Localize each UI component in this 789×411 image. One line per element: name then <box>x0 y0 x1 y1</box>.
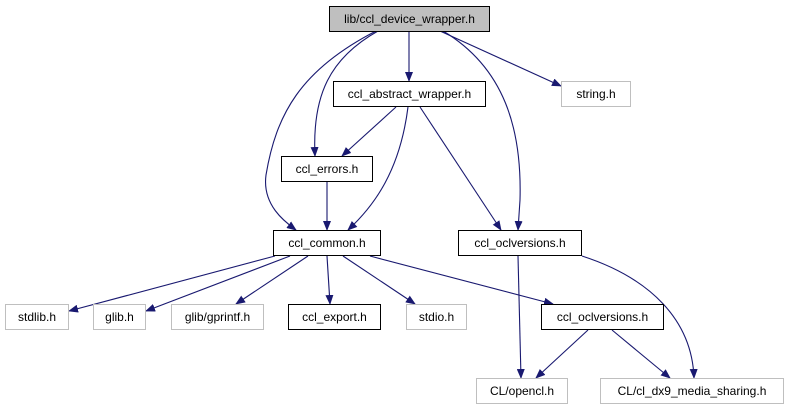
edge-common-stdlib <box>68 255 276 313</box>
node-stdio: stdio.h <box>406 304 467 330</box>
edge-common-export <box>325 255 334 305</box>
node-glib: glib.h <box>93 304 146 330</box>
node-errors[interactable]: ccl_errors.h <box>281 156 373 182</box>
edge-root-common <box>265 30 377 231</box>
edge-oclversions-b-opencl <box>535 329 589 379</box>
node-export[interactable]: ccl_export.h <box>288 304 381 330</box>
edge-common-oclversions-b <box>369 255 554 306</box>
node-opencl: CL/opencl.h <box>476 378 568 404</box>
edge-root-string <box>439 30 562 87</box>
edge-common-gprintf <box>235 255 309 305</box>
node-string: string.h <box>561 81 631 107</box>
edge-oclversions-a-opencl <box>516 255 525 379</box>
edge-abstract-common <box>347 106 409 231</box>
node-common[interactable]: ccl_common.h <box>273 230 381 256</box>
edge-abstract-errors <box>341 106 397 157</box>
node-oclversions-b[interactable]: ccl_oclversions.h <box>541 304 664 330</box>
edge-root-oclversions-a <box>442 30 523 231</box>
edge-oclversions-b-dx9 <box>611 329 671 379</box>
node-oclversions-a[interactable]: ccl_oclversions.h <box>458 230 582 256</box>
edge-common-stdio <box>342 255 416 305</box>
node-gprintf: glib/gprintf.h <box>171 304 264 330</box>
edge-abstract-oclversions-a <box>419 106 502 231</box>
node-abstract-wrapper[interactable]: ccl_abstract_wrapper.h <box>333 81 486 107</box>
edge-common-glib <box>145 255 291 312</box>
edge-root-errors <box>310 30 379 157</box>
edge-oclversions-a-dx9 <box>581 255 698 379</box>
node-dx9-media-sharing: CL/cl_dx9_media_sharing.h <box>600 378 784 404</box>
node-stdlib: stdlib.h <box>5 304 69 330</box>
node-root: lib/ccl_device_wrapper.h <box>329 6 490 32</box>
